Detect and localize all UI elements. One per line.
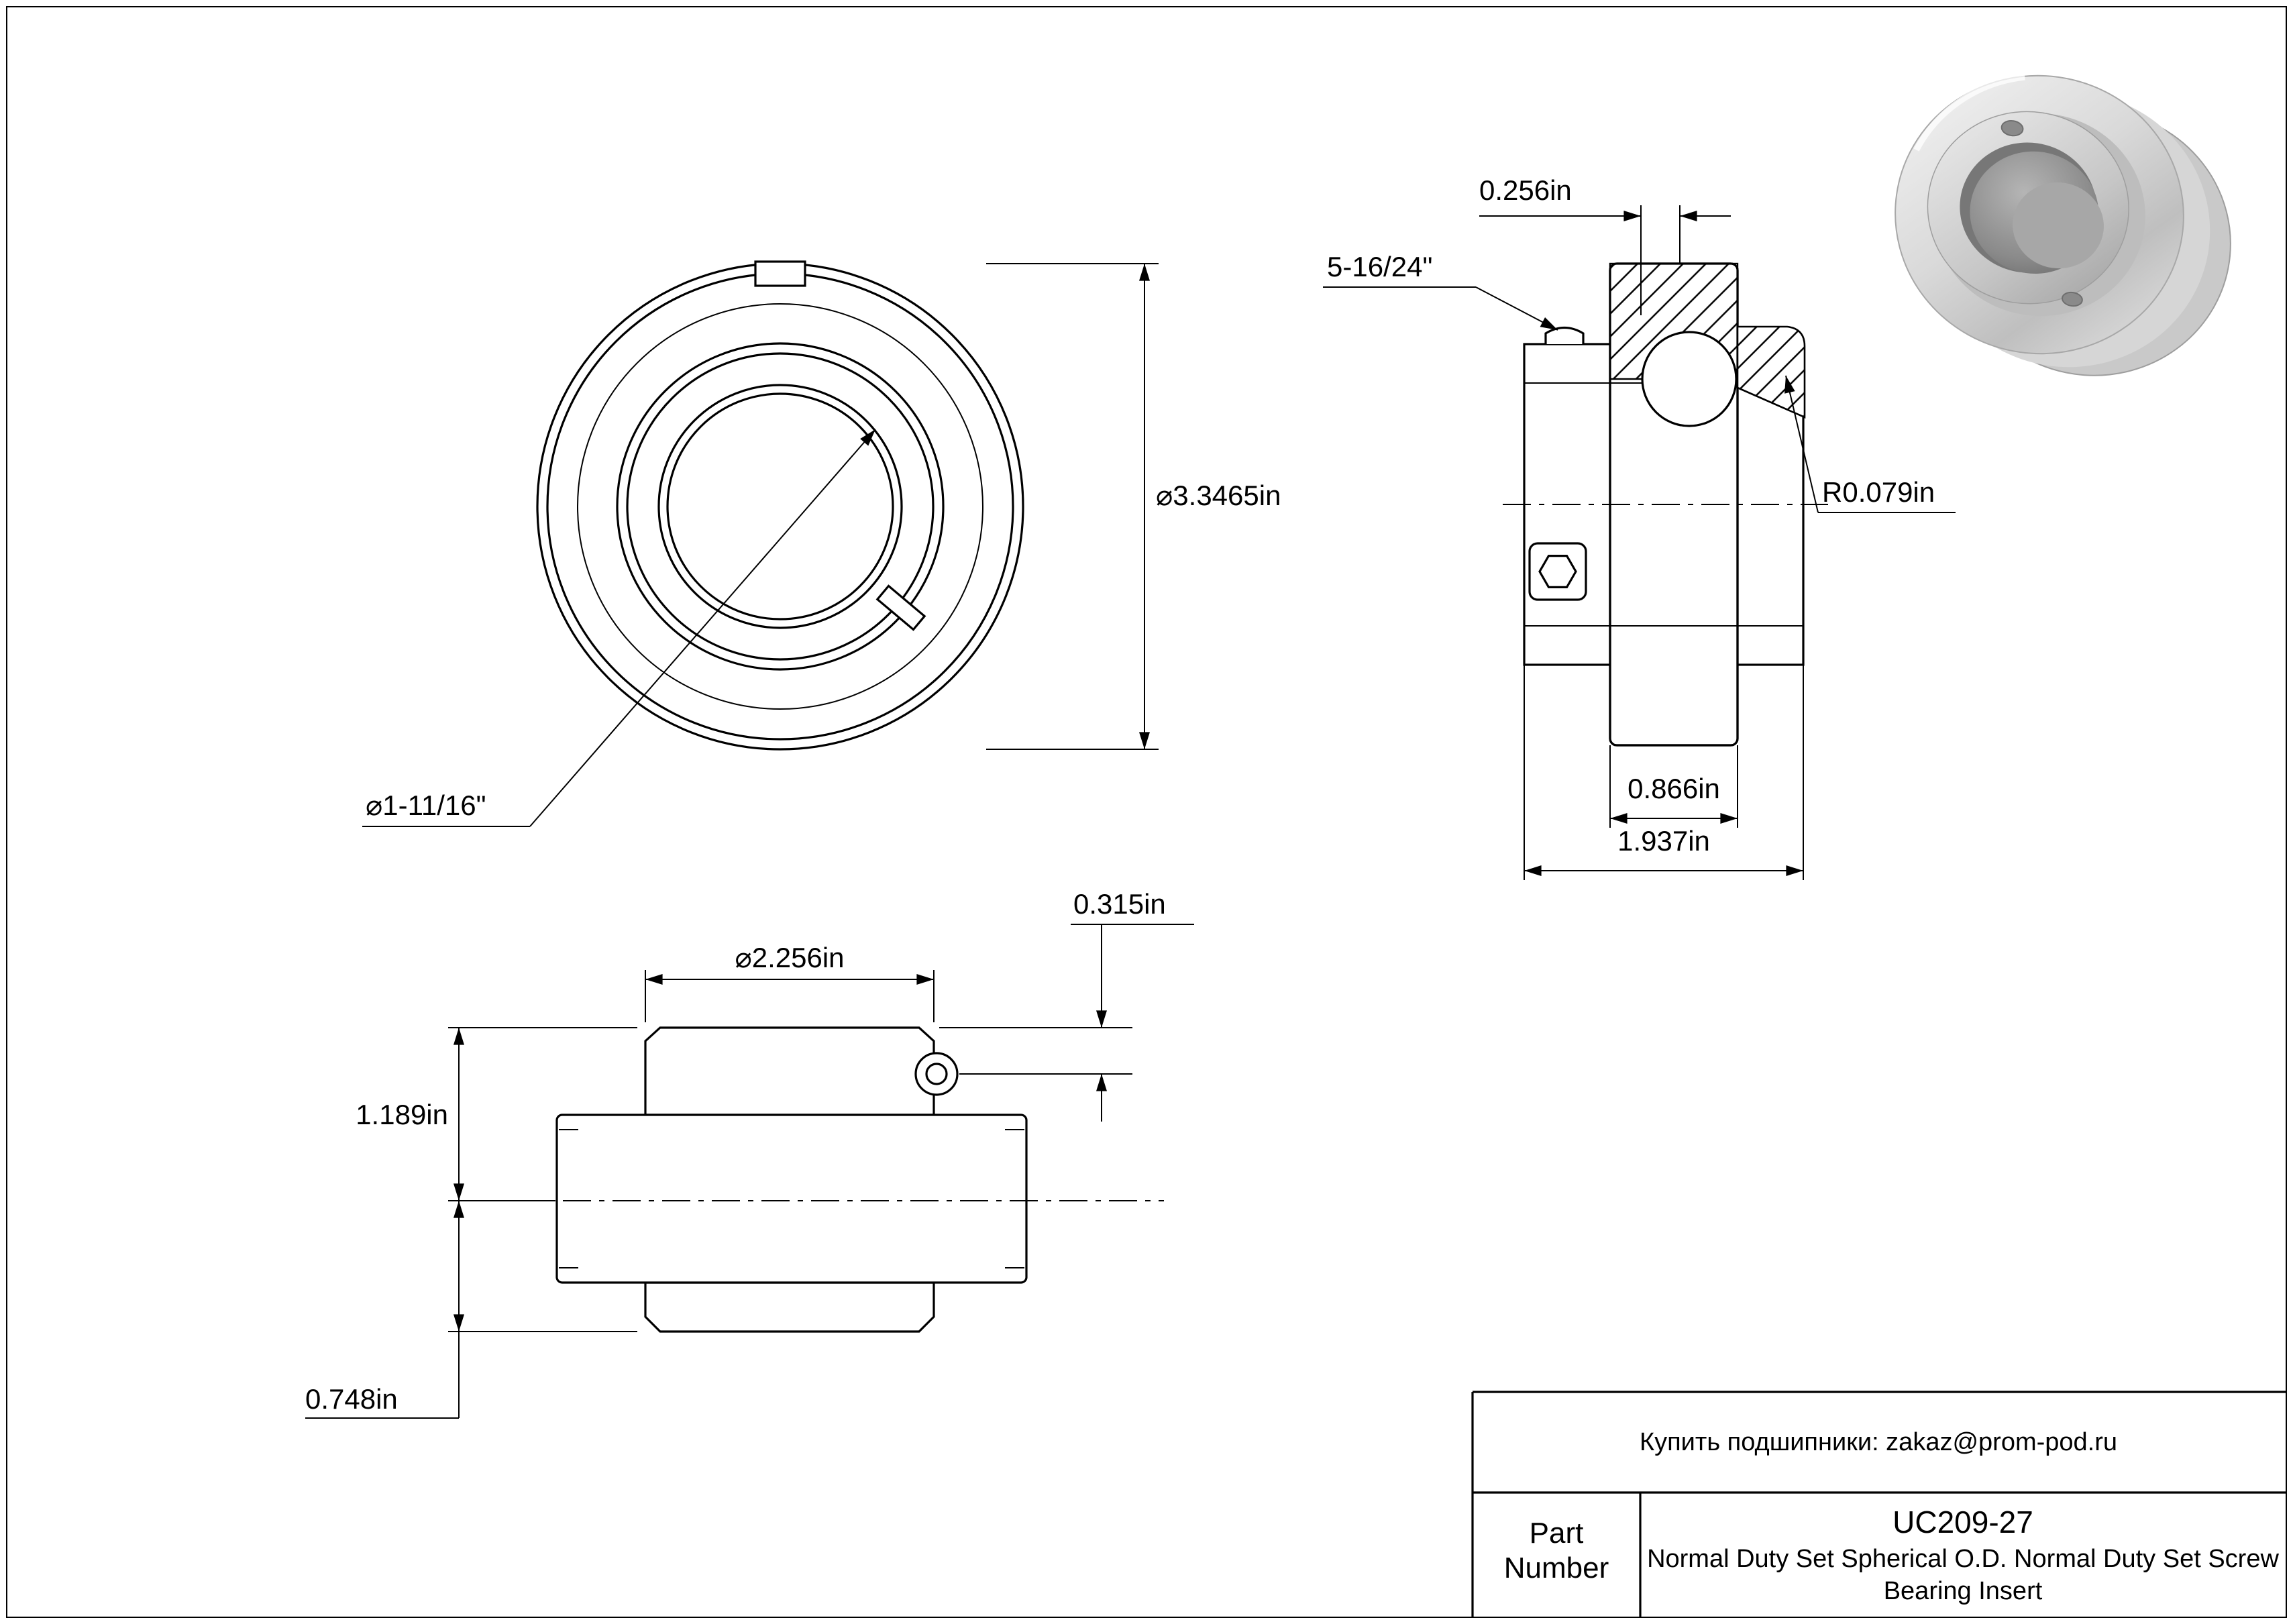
side-view: ⌀2.256in 0.315in 1.189in 0.748in (305, 888, 1194, 1419)
metal-highlight (1913, 74, 2025, 152)
description-line-2: Bearing Insert (1884, 1577, 2043, 1605)
front-view: ⌀1-11/16" ⌀3.3465in (362, 260, 1281, 827)
upper-width-label: 1.189in (356, 1099, 448, 1130)
bore-far-opening (2013, 182, 2104, 269)
set-screw-hole-icon (2001, 119, 2024, 137)
lube-slot (754, 260, 806, 287)
od-dimension-label: ⌀3.3465in (1156, 480, 1281, 511)
bore-diameter-label: ⌀1-11/16" (366, 790, 486, 821)
hex-socket-body (1528, 542, 1587, 601)
part-number-value: UC209-27 (1892, 1505, 2033, 1539)
bore-chamfer-circle (657, 384, 903, 629)
inner-ring-edge-circle (626, 352, 935, 661)
title-block: Купить подшипники: zakaz@prom-pod.ru Par… (1471, 1391, 2286, 1617)
set-screw-hole-icon-2 (2062, 291, 2083, 307)
screw-offset-label: 0.256in (1479, 174, 1572, 206)
inner-ring-lower (644, 1281, 935, 1333)
section-view: 0.256in 5-16/24" R0.079in 0.866in 1.937i… (1323, 174, 1956, 880)
screw-position-label: 0.315in (1073, 888, 1166, 920)
iso-3d-view (1895, 74, 2231, 376)
fillet-wedge-hatch (1736, 325, 1806, 419)
set-screw-thread-label: 5-16/24" (1327, 251, 1432, 282)
inner-ring-od-label: ⌀2.256in (735, 942, 844, 973)
fillet-leader (1784, 375, 1819, 513)
bore-circle (666, 392, 894, 620)
ball-notch (1641, 331, 1738, 427)
part-number-label-line2: Number (1504, 1552, 1609, 1584)
hex-socket-icon (1538, 554, 1577, 589)
set-screw-top (1544, 326, 1585, 344)
seal-groove-circle (577, 303, 983, 710)
set-screw-leader (1475, 286, 1558, 331)
lower-width-label: 0.748in (305, 1383, 398, 1415)
contact-email: Купить подшипники: zakaz@prom-pod.ru (1640, 1428, 2117, 1456)
set-screw-front-view (875, 584, 926, 631)
inner-ring-od-circle (616, 342, 945, 671)
inner-ring-upper (644, 1026, 935, 1116)
outer-ring-width-label: 0.866in (1628, 773, 1720, 804)
fillet-radius-label: R0.079in (1822, 476, 1935, 508)
set-screw-side-outer (914, 1052, 959, 1096)
set-screw-side-inner (925, 1063, 948, 1085)
description-line-1: Normal Duty Set Spherical O.D. Normal Du… (1647, 1545, 2279, 1573)
page-border (6, 6, 2287, 1618)
total-width-label: 1.937in (1617, 825, 1710, 857)
outer-ring-side (555, 1114, 1028, 1284)
bore-leader-line (529, 429, 876, 827)
part-number-label-line1: Part (1530, 1517, 1584, 1550)
